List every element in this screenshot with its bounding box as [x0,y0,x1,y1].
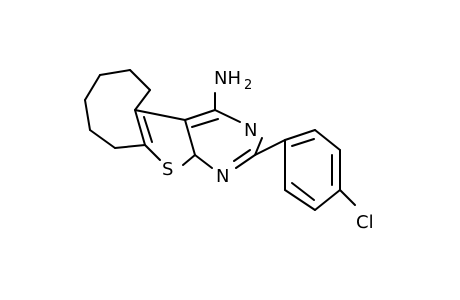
bond-th-e [134,109,186,121]
bond-ph-b [314,129,341,151]
bond-py-a-double [191,118,219,128]
bond-c7-c [99,69,131,76]
bond-py-d-double [233,149,251,162]
bond-c7-d [84,74,101,101]
bond-c7-f [89,129,116,149]
bond-c7-g [114,144,146,149]
bond-py-a [184,109,216,121]
bond-py-e [194,154,213,169]
chlorophenyl-ring [254,129,356,211]
bond-ph-double-3 [291,182,315,201]
bond-th-b [144,144,161,161]
cycloheptane-ring [84,69,151,149]
ring-nitrogen-lower: N [216,166,229,187]
bond-ph-d [314,189,341,211]
bond-ph-double-1 [291,138,315,147]
bond-th-d [184,119,196,156]
sulfur-label: S [162,159,173,180]
thiophene-ring [134,109,196,166]
amine-subscript: 2 [244,78,252,93]
bond-py-c [254,137,263,156]
bond-c7-e [84,99,91,131]
bond-th-a [134,109,146,146]
bond-py-d [235,154,256,169]
amine-label: NH [214,68,241,89]
bond-th-a-double [143,116,153,143]
bond-link [254,139,286,156]
bond-ph-e [284,189,316,211]
bond-th-c [182,154,196,166]
bond-py-b [214,109,241,123]
pyrimidine-ring [184,92,263,169]
bond-c7-a [134,89,151,111]
bond-cl [339,189,356,206]
bond-c7-b [129,69,151,91]
chlorine-label: Cl [356,212,374,233]
bond-ph-a [284,129,316,141]
ring-nitrogen-upper: N [244,120,257,141]
